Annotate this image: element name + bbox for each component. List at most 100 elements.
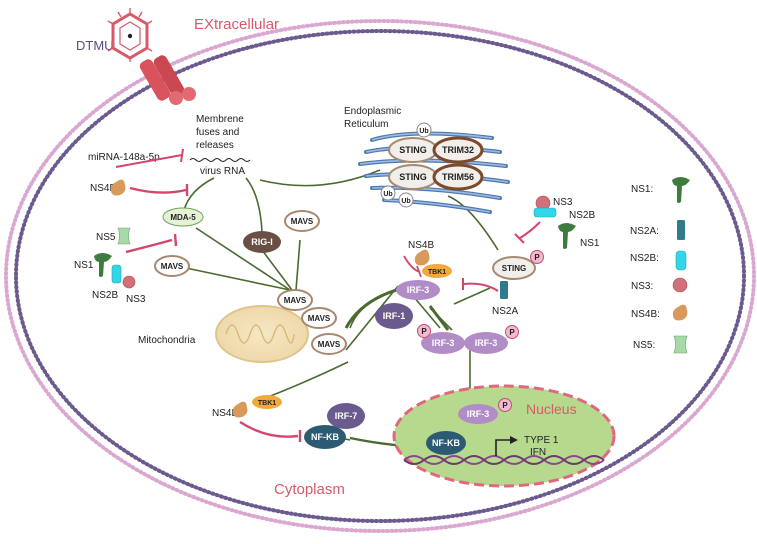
trim32-node: [432, 136, 484, 164]
membrane-label-1: Membrene: [196, 114, 244, 125]
irf3-label-top: IRF-3: [407, 285, 430, 295]
rigi-node: [243, 231, 281, 253]
ns3-icon-left: [122, 275, 136, 289]
legend-ns2b-icon: [675, 250, 687, 271]
legend-ns4b-label: NS4B:: [631, 309, 660, 320]
er-label-1: Endoplasmic: [344, 106, 401, 117]
nfkb-node: [304, 425, 346, 449]
ns1-icon-left: [94, 253, 112, 277]
irf3-label-nucleus: IRF-3: [467, 409, 490, 419]
legend-ns2b-label: NS2B:: [630, 253, 659, 264]
mavs-node-left: [154, 255, 190, 277]
mavs-label-top: MAVS: [291, 217, 314, 226]
mavs-label-left: MAVS: [161, 262, 184, 271]
p-label-dimer-1: P: [421, 327, 427, 336]
ns1-icon-right: [558, 223, 576, 249]
mitochondria-icon: [215, 305, 309, 363]
legend-ns3-label: NS3:: [631, 281, 653, 292]
mavs-node-mito-2: [301, 307, 337, 329]
irf3-label-dimer-2: IRF-3: [475, 338, 498, 348]
irf1-node: [375, 303, 413, 329]
mavs-node-mito-3: [311, 333, 347, 355]
ns3-label-right: NS3: [553, 197, 573, 208]
mavs-node-top: [284, 210, 320, 232]
irf3-node-nucleus: [458, 404, 498, 424]
ub-label-1: Ub: [419, 128, 428, 135]
p-badge-dimer-1: [417, 324, 431, 338]
ns2a-label: NS2A: [492, 306, 518, 317]
irf3-node-dimer-2: [464, 332, 508, 354]
irf7-node: [327, 403, 365, 429]
ns2b-icon-left: [111, 264, 122, 284]
mda5-label: MDA-5: [170, 213, 196, 222]
tbk1-node-bottom: [252, 395, 282, 409]
p-label-sting: P: [534, 253, 540, 262]
tbk1-label-top: TBK1: [428, 269, 446, 276]
extracellular-label: EXtracellular: [194, 16, 279, 33]
outer-membrane: [4, 19, 756, 533]
ns5-label-left: NS5: [96, 232, 116, 243]
ns2a-icon-center: [500, 281, 508, 299]
rigi-label: RIG-I: [251, 237, 273, 247]
sting-node: [492, 256, 536, 280]
ns5-icon-left: [117, 227, 131, 245]
ns4b-icon-bottom: [232, 401, 248, 418]
ns2b-label-left: NS2B: [92, 290, 118, 301]
legend-ns4b-icon: [672, 304, 688, 321]
mavs-node-mito-1: [277, 289, 313, 311]
virus-rna-label: virus RNA: [200, 166, 245, 177]
legend: NS1: NS2A: NS2B: NS3: NS4B: NS5:: [630, 177, 690, 354]
virus-icon: [107, 8, 153, 62]
mitochondria-label: Mitochondria: [138, 335, 196, 346]
sting-label-er-2: STING: [399, 172, 427, 182]
type1-ifn-label-1: TYPE 1: [524, 435, 559, 446]
ns4b-label-center: NS4B: [408, 240, 434, 251]
trim32-label: TRIM32: [442, 145, 474, 155]
ns1-label-right: NS1: [580, 238, 600, 249]
inner-membrane: [14, 29, 746, 523]
irf7-label: IRF-7: [335, 411, 358, 421]
ub-label-2: Ub: [383, 191, 392, 198]
ns2b-label-right: NS2B: [569, 210, 595, 221]
sting-label: STING: [502, 264, 526, 273]
ns3-label-left: NS3: [126, 294, 146, 305]
ns4b-label-bottom: NS4B: [212, 408, 238, 419]
nucleus: [392, 384, 616, 488]
ns4b-icon: [110, 179, 126, 196]
tbk1-label-bottom: TBK1: [258, 400, 276, 407]
membrane-label-3: releases: [196, 140, 234, 151]
ns1-label-left: NS1: [74, 260, 94, 271]
mda5-node: [162, 207, 204, 227]
legend-ns5-icon: [673, 335, 688, 354]
sting-label-er-1: STING: [399, 145, 427, 155]
transcription-arrow: [495, 439, 512, 456]
p-label-nucleus: P: [502, 401, 508, 410]
type1-ifn-label-2: IFN: [530, 447, 546, 458]
legend-ns1-icon: [672, 177, 690, 203]
p-badge-nucleus: [498, 398, 512, 412]
nucleus-label: Nucleus: [526, 401, 577, 417]
nfkb-node-nucleus: [426, 431, 466, 455]
mavs-label-mito-1: MAVS: [284, 296, 307, 305]
irf1-label: IRF-1: [383, 311, 406, 321]
trim56-node: [432, 163, 484, 191]
ub-node-1: [416, 122, 432, 138]
mavs-label-mito-3: MAVS: [318, 340, 341, 349]
legend-ns1-label: NS1:: [631, 184, 653, 195]
legend-ns5-label: NS5:: [633, 340, 655, 351]
mirna-label: miRNA-148a-5p: [88, 152, 160, 163]
nfkb-label: NF-KB: [311, 432, 339, 442]
p-badge-sting: [530, 250, 544, 264]
legend-ns2a-icon: [677, 220, 685, 240]
nfkb-label-nucleus: NF-KB: [432, 438, 460, 448]
membrane-label-2: fuses and: [196, 127, 239, 138]
cytoplasm-label: Cytoplasm: [274, 481, 345, 498]
p-label-dimer-2: P: [509, 328, 515, 337]
receptor-icon: [139, 55, 196, 105]
ns4b-label-top: NS4B: [90, 183, 116, 194]
irf3-node-top: [396, 280, 440, 300]
virus-rna-strand: [189, 158, 251, 162]
legend-ns2a-label: NS2A:: [630, 226, 659, 237]
